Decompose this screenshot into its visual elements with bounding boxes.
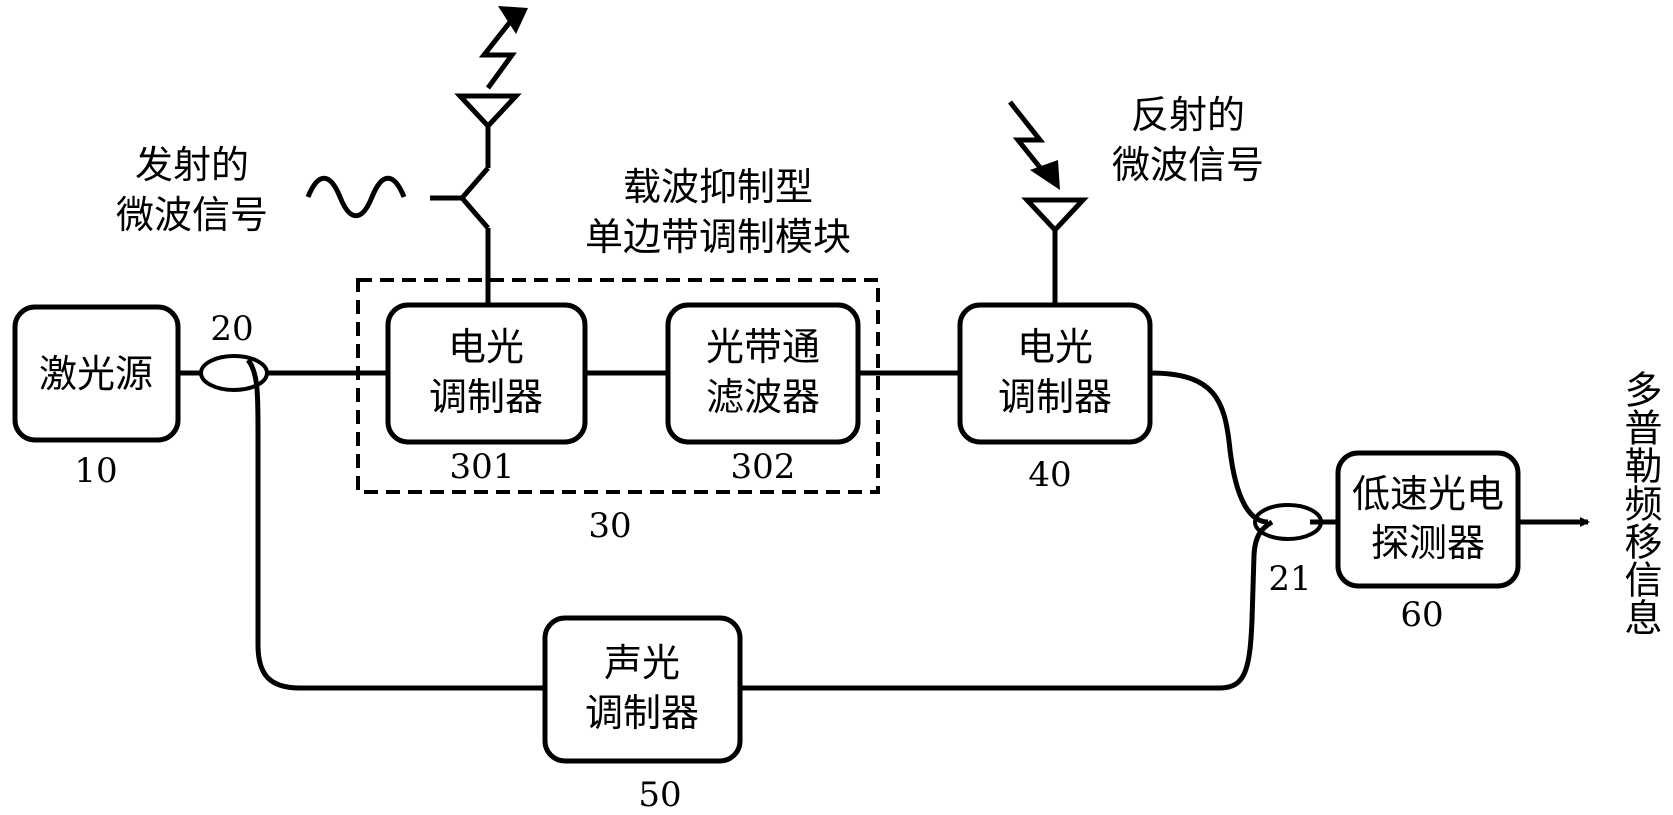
group-label-line2: 单边带调制模块	[585, 215, 851, 259]
optical-bpf-302-number: 302	[731, 447, 796, 487]
transmitted-signal-line2: 微波信号	[116, 193, 268, 237]
optical-bpf-302-line1: 光带通	[706, 325, 820, 369]
ao-modulator-50-line1: 声光	[604, 641, 680, 685]
optical-bpf-302-line2: 滤波器	[706, 375, 820, 419]
coupler-20-icon	[201, 356, 267, 390]
laser-label: 激光源	[39, 352, 153, 396]
detector-60-line1: 低速光电	[1352, 472, 1504, 516]
eo-modulator-301-number: 301	[450, 447, 515, 487]
transmit-antenna-icon	[430, 6, 528, 305]
microwave-wave-icon	[308, 178, 404, 216]
eo-modulator-301-line2: 调制器	[429, 375, 543, 419]
group-label-line1: 载波抑制型	[623, 165, 813, 209]
eo-modulator-40-line2: 调制器	[998, 375, 1112, 419]
eo-modulator-40-line1: 电光	[1017, 325, 1093, 369]
transmitted-signal-line1: 发射的	[135, 143, 249, 187]
coupler-21-number: 21	[1268, 559, 1311, 599]
output-signal-label: 多普勒频移信息	[1618, 370, 1662, 636]
eo-modulator-40-number: 40	[1028, 455, 1071, 495]
group-number: 30	[588, 506, 631, 546]
coupler-20-number: 20	[210, 309, 253, 349]
reflected-signal-line2: 微波信号	[1112, 143, 1264, 187]
eo-modulator-301-line1: 电光	[448, 325, 524, 369]
detector-60-number: 60	[1400, 595, 1443, 635]
ao-modulator-50-number: 50	[638, 775, 681, 815]
wire-eo40-to-coupler21	[1150, 373, 1268, 522]
receive-antenna-icon	[1010, 102, 1083, 305]
detector-60-line2: 探测器	[1371, 521, 1485, 565]
laser-number: 10	[74, 451, 117, 491]
reflected-signal-line1: 反射的	[1131, 93, 1245, 137]
ao-modulator-50-block	[545, 618, 740, 761]
ao-modulator-50-line2: 调制器	[585, 691, 699, 735]
wire-ao-to-coupler21	[740, 522, 1272, 688]
